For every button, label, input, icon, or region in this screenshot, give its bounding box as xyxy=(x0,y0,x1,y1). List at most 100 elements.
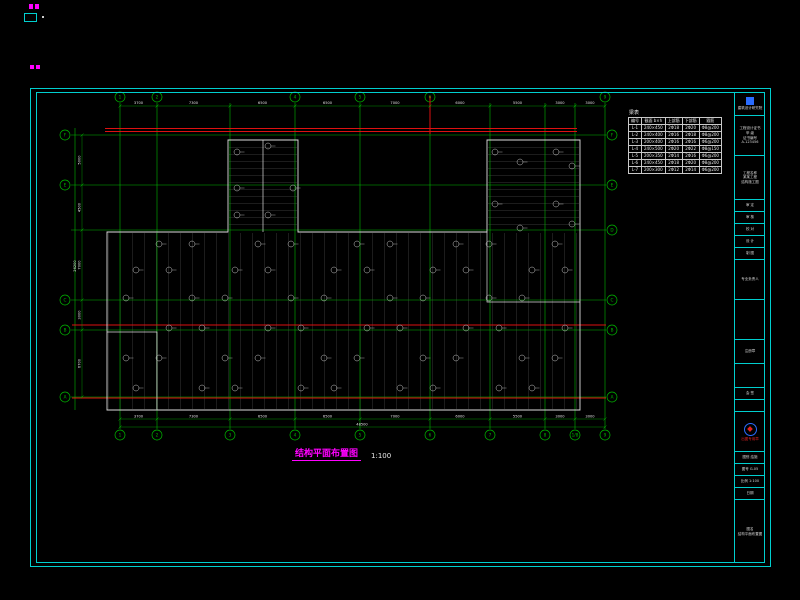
dim-tick xyxy=(428,417,432,421)
title-block-cell: 建筑设计研究院 xyxy=(735,92,765,116)
drawing-title-text: 结构平面布置图 xyxy=(292,446,362,461)
dim-tick xyxy=(293,417,297,421)
title-block-text: 工程名称 xyxy=(743,170,757,175)
dim-text: 48500 xyxy=(356,423,368,427)
schedule-header-cell: 下部筋 xyxy=(681,117,700,125)
title-block-text: 审 核 xyxy=(745,215,755,220)
axis-bubble xyxy=(484,429,496,441)
axis-bubble xyxy=(606,179,618,191)
axis-bubble xyxy=(599,429,611,441)
sheet-outer-border xyxy=(30,88,771,567)
dim-text: 6500 xyxy=(323,101,333,105)
schedule-cell: 2Φ20 xyxy=(681,124,700,132)
schedule-cell: 200×300 xyxy=(641,166,666,174)
schedule-cell: Φ8@200 xyxy=(698,131,722,139)
dim-tick xyxy=(603,104,607,108)
title-block-text: 某某工程 xyxy=(743,175,757,180)
axis-label: B xyxy=(611,328,614,333)
schedule-cell: Φ6@200 xyxy=(698,166,722,174)
schedule-cell: Φ8@200 xyxy=(698,159,722,167)
title-block-cell: 比例 1:100 xyxy=(735,476,765,488)
axis-label: F xyxy=(611,133,614,138)
axis-label: E xyxy=(64,183,67,188)
schedule-cell: 2Φ14 xyxy=(681,166,700,174)
title-block-cell: 图号 G-05 xyxy=(735,464,765,476)
title-block-text: 结构平面布置图 xyxy=(737,531,763,536)
axis-bubble xyxy=(606,224,618,236)
dim-text: 7300 xyxy=(189,101,199,105)
dim-tick xyxy=(543,104,547,108)
schedule-cell: 240×450 xyxy=(641,124,666,132)
dim-text: 26200 xyxy=(73,260,77,272)
schedule-cell: L-7 xyxy=(628,166,642,174)
title-block-text: 工程设计证书 xyxy=(739,126,761,131)
title-block-text: 甲 级 xyxy=(745,130,755,135)
dim-tick xyxy=(543,417,547,421)
dim-tick xyxy=(488,417,492,421)
dim-text: 6000 xyxy=(455,101,465,105)
dim-tick xyxy=(155,417,159,421)
axis-label: B xyxy=(64,328,67,333)
dim-text: 3000 xyxy=(555,415,565,419)
axis-label: C xyxy=(611,298,614,303)
axis-bubble xyxy=(59,129,71,141)
dim-tick xyxy=(293,104,297,108)
dim-tick xyxy=(80,328,84,332)
dim-text: 6500 xyxy=(258,101,268,105)
building-outline xyxy=(106,139,581,411)
title-block-cell xyxy=(735,400,765,412)
dim-text: 5500 xyxy=(513,101,523,105)
drawing-title: 结构平面布置图 1:100 xyxy=(292,446,391,461)
dim-text: 3700 xyxy=(134,101,144,105)
axis-bubble xyxy=(606,324,618,336)
axis-label: 2 xyxy=(156,95,159,100)
schedule-cell: L-3 xyxy=(628,138,642,146)
schedule-header-cell: 编号 xyxy=(628,117,642,125)
axis-bubble xyxy=(539,429,551,441)
axis-bubble xyxy=(151,429,163,441)
dim-text: 4500 xyxy=(78,202,82,212)
title-block-cell: 工程名称某某工程结构施工图 xyxy=(735,156,765,200)
title-block-text: 建筑设计研究院 xyxy=(737,106,763,111)
dim-text: 3000 xyxy=(585,415,595,419)
plot-mark xyxy=(36,65,40,69)
dim-tick xyxy=(118,417,122,421)
schedule-cell: 2Φ18 xyxy=(664,124,683,132)
company-logo-icon xyxy=(746,97,754,106)
title-block-text: 专业负责人 xyxy=(741,277,759,282)
axis-label: C xyxy=(64,298,67,303)
title-block-text: 审 定 xyxy=(745,203,755,208)
title-block-text: 图别 结施 xyxy=(742,455,758,460)
plot-mark-dot xyxy=(42,16,44,18)
plot-mark-box xyxy=(24,13,37,22)
axis-label: A xyxy=(64,395,67,400)
schedule-cell: Φ6@200 xyxy=(698,152,722,160)
dim-text: 7000 xyxy=(390,415,400,419)
title-block-text: 结构施工图 xyxy=(741,179,759,184)
title-block-cell xyxy=(735,364,765,388)
title-block-text: 图号 G-05 xyxy=(741,467,759,472)
dim-tick xyxy=(603,417,607,421)
sheet-inner-border xyxy=(36,92,765,563)
schedule-title: 梁表 xyxy=(629,110,640,116)
title-block-cell xyxy=(735,300,765,340)
dim-tick xyxy=(80,183,84,187)
secondary-beams xyxy=(108,141,579,409)
dim-text: 7300 xyxy=(189,415,199,419)
axis-label: 1/8 xyxy=(572,433,579,438)
schedule-cell: 200×400 xyxy=(641,138,666,146)
title-block-cell: 制 图 xyxy=(735,248,765,260)
right-wing-framing-hatch xyxy=(488,141,579,231)
dim-text: 6000 xyxy=(455,415,465,419)
dim-text: 7000 xyxy=(390,101,400,105)
title-block-text: 设 计 xyxy=(745,239,755,244)
schedule-cell: 240×500 xyxy=(641,145,666,153)
drawing-scale: 1:100 xyxy=(371,452,392,460)
